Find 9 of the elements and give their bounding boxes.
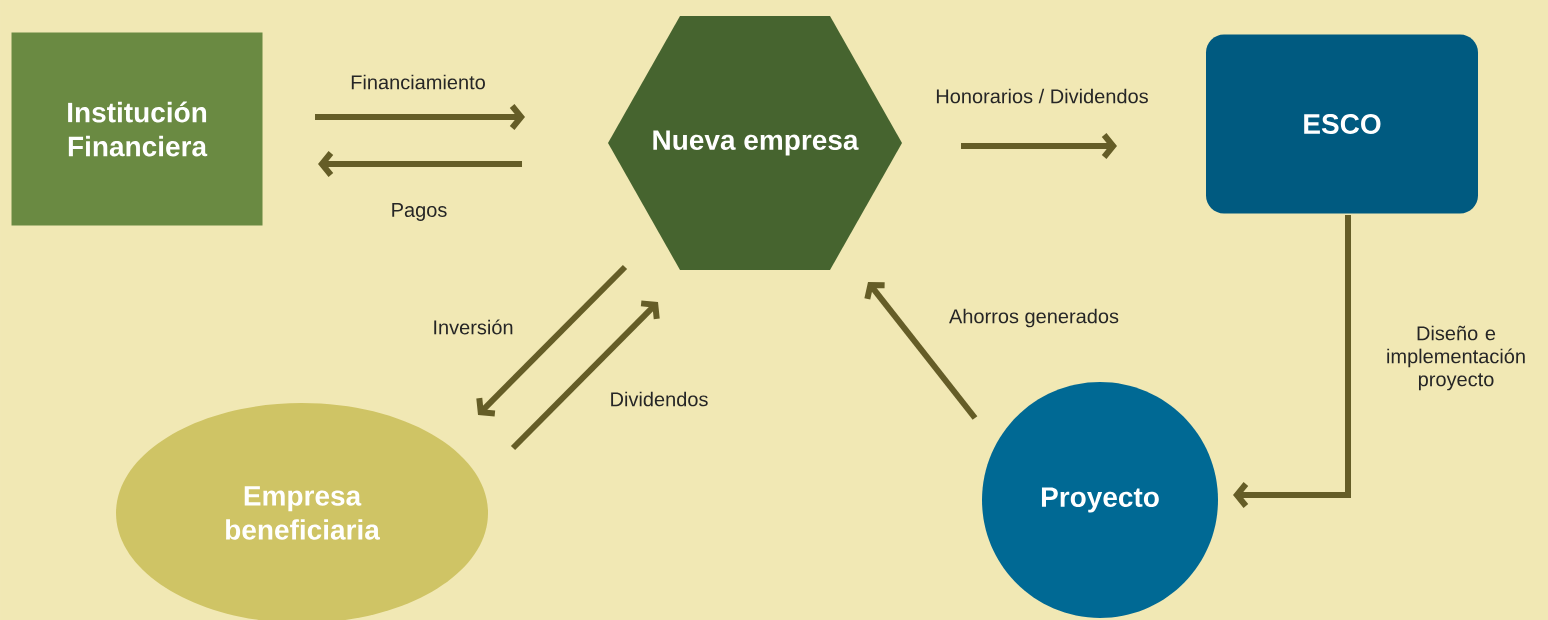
arrow <box>961 133 1117 159</box>
rectangle-box: Institución Financiera <box>11 32 263 226</box>
edge-label: Pagos <box>389 202 449 222</box>
arrow <box>864 282 978 420</box>
arrow <box>315 104 525 130</box>
rounded-box: ESCO <box>1206 34 1478 214</box>
arrow <box>476 264 628 417</box>
arrow <box>510 300 660 451</box>
edge-label: Diseño e implementación proyecto <box>1370 324 1542 392</box>
